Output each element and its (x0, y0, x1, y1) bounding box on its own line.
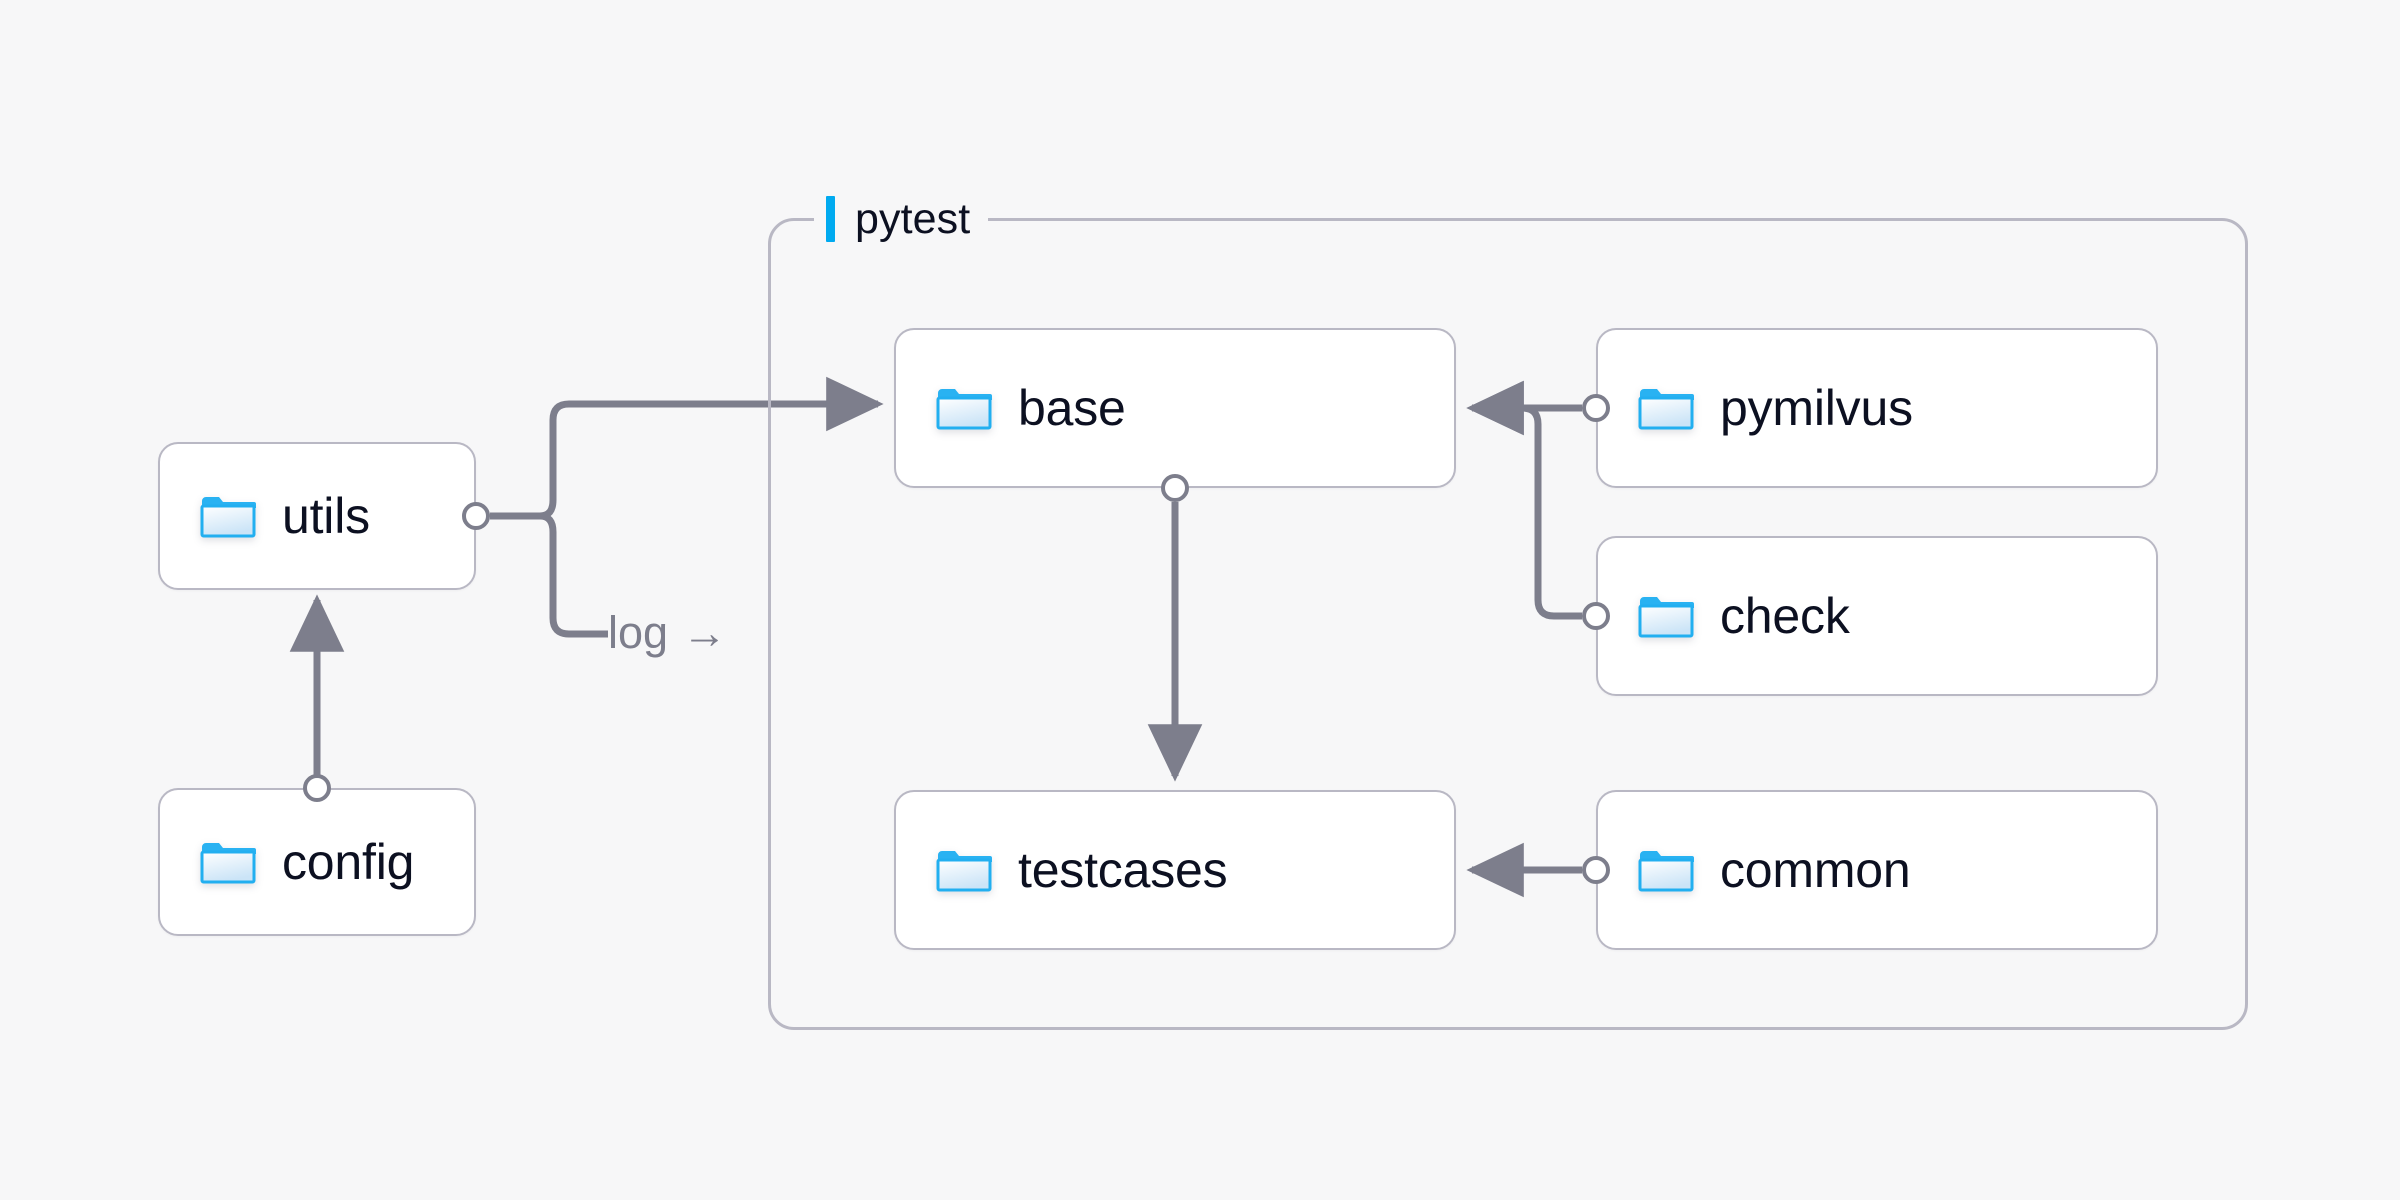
node-check[interactable]: check (1596, 536, 2158, 696)
group-accent-bar (826, 196, 835, 242)
folder-icon (1638, 389, 1694, 430)
folder-icon (936, 389, 992, 430)
folder-icon (1638, 851, 1694, 892)
node-pymilvus-content: pymilvus (1598, 383, 1913, 433)
node-check-label: check (1720, 588, 1850, 644)
node-common[interactable]: common (1596, 790, 2158, 950)
edge-label-log: log → (608, 610, 727, 655)
folder-icon (1638, 597, 1694, 638)
node-config-label: config (282, 834, 415, 890)
port-pymilvus-left[interactable] (1582, 394, 1610, 422)
port-config-top[interactable] (303, 774, 331, 802)
arrow-right-icon: → (682, 607, 728, 658)
node-base-content: base (896, 383, 1126, 433)
port-base-bottom[interactable] (1161, 474, 1189, 502)
node-config-content: config (160, 837, 414, 887)
node-config[interactable]: config (158, 788, 476, 936)
node-pymilvus-label: pymilvus (1720, 380, 1913, 436)
edge-label-log-text: log (608, 607, 669, 658)
node-utils-label: utils (282, 488, 370, 544)
node-utils[interactable]: utils (158, 442, 476, 590)
node-base-label: base (1018, 380, 1126, 436)
node-common-content: common (1598, 845, 1911, 895)
edge-utils-log (539, 512, 608, 638)
node-check-content: check (1598, 591, 1850, 641)
folder-icon (936, 851, 992, 892)
port-utils-right[interactable] (462, 502, 490, 530)
group-title-text: pytest (855, 194, 971, 243)
node-common-label: common (1720, 842, 1911, 898)
folder-icon (200, 497, 256, 538)
node-utils-content: utils (160, 491, 370, 541)
group-pytest-label: pytest (814, 190, 989, 248)
node-testcases-content: testcases (896, 842, 1228, 898)
folder-icon (200, 843, 256, 884)
node-testcases-label: testcases (1018, 842, 1228, 898)
port-common-left[interactable] (1582, 856, 1610, 884)
port-check-left[interactable] (1582, 602, 1610, 630)
node-pymilvus[interactable]: pymilvus (1596, 328, 2158, 488)
node-base[interactable]: base (894, 328, 1456, 488)
group-pytest[interactable] (768, 218, 2248, 1030)
node-testcases[interactable]: testcases (894, 790, 1456, 950)
